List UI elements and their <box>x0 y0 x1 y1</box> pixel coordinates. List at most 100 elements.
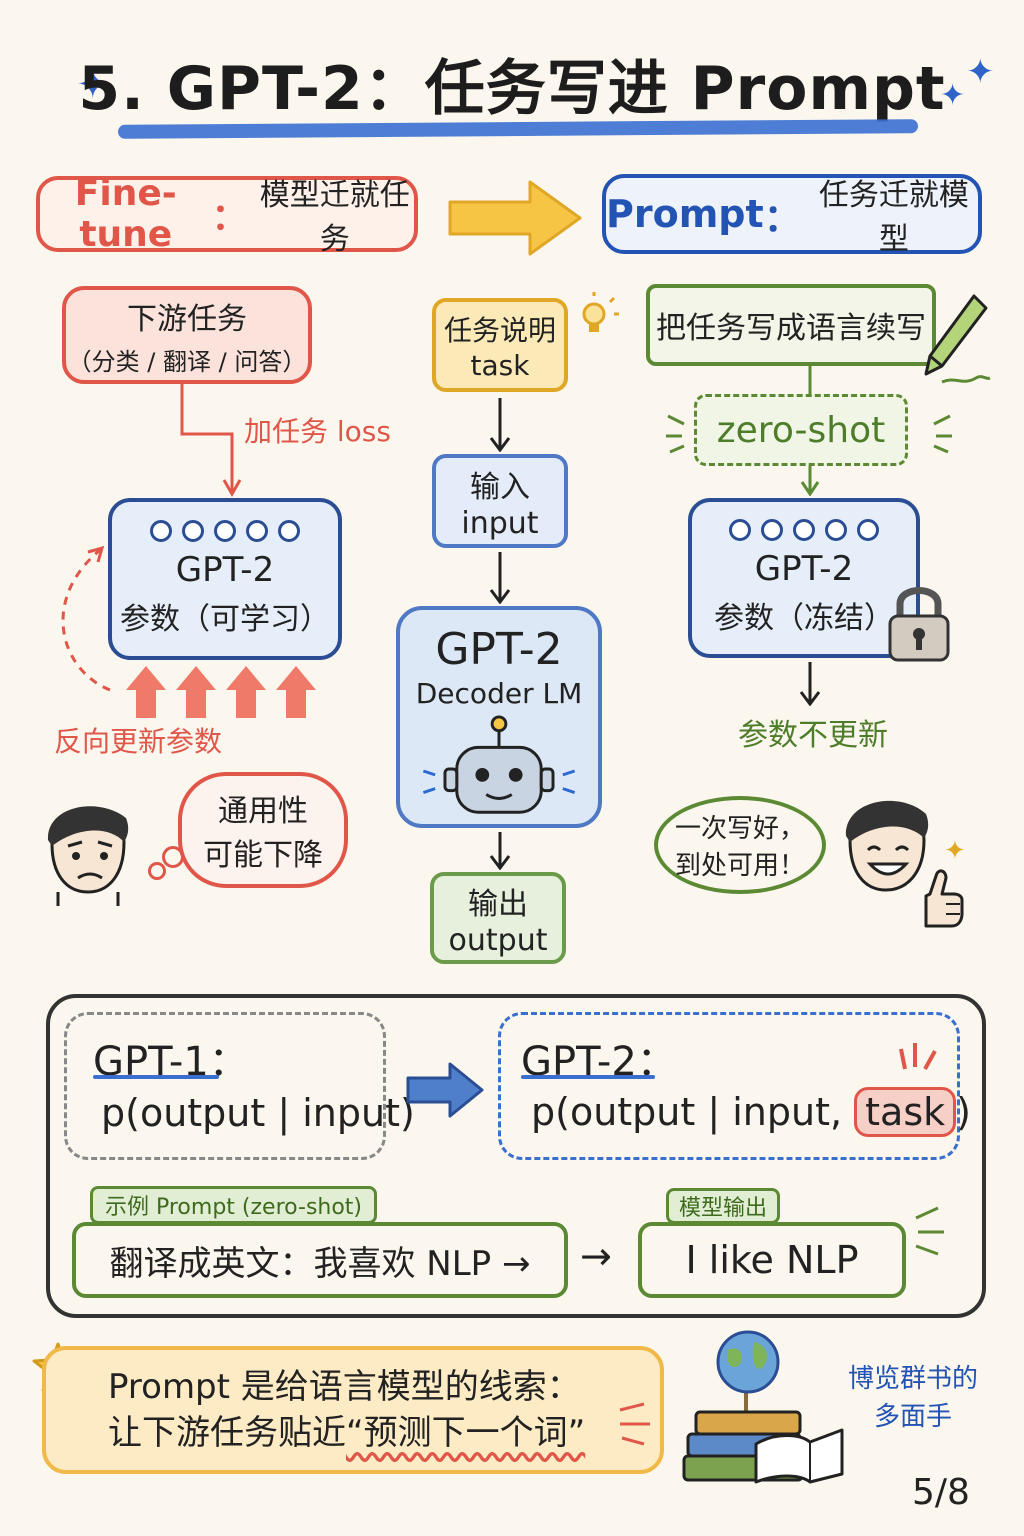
output-label-en: output <box>448 922 548 958</box>
finetune-text: 模型迁就任务 <box>259 178 410 257</box>
write-as-lm-box: 把任务写成语言续写 <box>646 284 936 366</box>
sparkle-icon: ✦ <box>76 62 110 108</box>
backprop-label: 反向更新参数 <box>54 725 223 758</box>
neuron-dot <box>150 520 172 542</box>
prompt-header: Prompt ： 任务迁就模型 <box>602 174 982 257</box>
side-caption: 博览群书的 多面手 <box>838 1360 988 1436</box>
finetune-sep: ： <box>211 197 248 238</box>
neuron-dot <box>793 519 815 541</box>
neuron-dot <box>182 520 204 542</box>
emphasis-marks-icon <box>915 1206 944 1256</box>
confused-person-icon <box>47 806 129 906</box>
decoder-name: GPT-2 <box>435 624 563 675</box>
note-line-1: Prompt 是给语言模型的线索： <box>108 1367 581 1407</box>
task-highlight: task <box>854 1087 957 1137</box>
globe-books-icon <box>682 1330 844 1484</box>
emphasis-marks-icon <box>899 1043 937 1070</box>
sparkle-icon: ✦ <box>940 78 966 113</box>
neuron-dot <box>729 519 751 541</box>
flow-arrow <box>489 398 511 452</box>
input-box: 输入 input <box>432 454 568 548</box>
sparkle-icon: ✦ <box>966 52 995 92</box>
input-label-cn: 输入 <box>470 469 530 505</box>
model-name: GPT-2 <box>754 549 854 589</box>
model-output-box: I like NLP <box>638 1222 906 1298</box>
example-arrow: → <box>580 1234 612 1278</box>
lightbulb-icon <box>582 292 619 332</box>
emphasis-marks-icon <box>666 414 952 454</box>
note-line-2: 让下游任务贴近“预测下一个词” <box>108 1410 585 1456</box>
thumbs-up-icon <box>924 869 964 928</box>
model-output-text: I like NLP <box>685 1238 859 1282</box>
big-arrow-icon <box>448 180 582 256</box>
note-highlight: “预测下一个词” <box>346 1413 586 1453</box>
output-label-cn: 输出 <box>468 886 528 922</box>
prompt-key: Prompt <box>606 192 764 236</box>
neuron-dot <box>246 520 268 542</box>
page-number: 5/8 <box>912 1472 970 1513</box>
example-prompt-box: 翻译成英文：我喜欢 NLP → <box>72 1222 568 1298</box>
gpt2-prompt-model: GPT-2 参数（冻结） <box>688 498 920 658</box>
neuron-dot <box>825 519 847 541</box>
neuron-dot <box>761 519 783 541</box>
prompt-text: 任务迁就模型 <box>818 178 969 257</box>
gpt2-label-underline <box>521 1075 655 1079</box>
speech-line: 一次写好， <box>674 814 805 844</box>
finetune-key: Fine-tune <box>74 173 177 255</box>
emphasis-marks-icon <box>619 1402 650 1446</box>
note-line-2-pre: 让下游任务贴近 <box>108 1413 346 1453</box>
gpt1-formula-box: GPT-1： p(output | input) <box>64 1012 415 1160</box>
neuron-dots <box>150 520 300 542</box>
neuron-dot <box>278 520 300 542</box>
model-params: 参数（可学习） <box>120 602 330 637</box>
speech-line: 到处可用！ <box>674 851 805 881</box>
output-box: 输出 output <box>430 872 566 964</box>
formula-arrow-icon <box>406 1062 484 1118</box>
gpt1-formula: p(output | input) <box>101 1091 415 1135</box>
model-output-tag: 模型输出 <box>666 1188 781 1224</box>
gpt2-formula-box: GPT-2： p(output | input, task) <box>498 1012 971 1160</box>
flow-arrow <box>799 662 821 706</box>
zero-shot-label: zero-shot <box>716 409 886 451</box>
gpt2-finetune-model: GPT-2 参数（可学习） <box>108 498 342 660</box>
decoder-lm-box: GPT-2 Decoder LM <box>396 606 602 828</box>
gpt1-label-underline <box>93 1075 219 1079</box>
task-label-en: task <box>470 348 530 382</box>
side-caption-line: 博览群书的 <box>847 1364 978 1394</box>
sparkle-icon: ✦ <box>944 836 966 866</box>
page-title: 5. GPT-2：任务写进 Prompt <box>78 54 946 124</box>
write-as-lm-text: 把任务写成语言续写 <box>656 311 926 346</box>
downstream-examples: （分类 / 翻译 / 问答） <box>67 347 307 376</box>
example-prompt-tag: 示例 Prompt (zero-shot) <box>90 1186 378 1224</box>
finetune-header: Fine-tune ： 模型迁就任务 <box>36 173 418 257</box>
connector-line <box>800 366 820 496</box>
thought-line: 可能下降 <box>203 838 323 873</box>
task-description-box: 任务说明 task <box>432 298 568 392</box>
thought-line: 通用性 <box>218 794 308 829</box>
decoder-sub: Decoder LM <box>415 677 583 710</box>
gpt2-formula: p(output | input, task) <box>531 1087 971 1137</box>
speech-bubble: 一次写好， 到处可用！ <box>654 796 826 894</box>
prompt-sep: ： <box>763 195 802 240</box>
key-note-box: Prompt 是给语言模型的线索： 让下游任务贴近“预测下一个词” <box>42 1346 664 1474</box>
flow-arrow <box>489 832 511 870</box>
robot-icon <box>422 715 576 814</box>
gpt2-formula-pre: p(output | input, <box>531 1090 855 1134</box>
task-label-cn: 任务说明 <box>443 313 556 347</box>
neuron-dot <box>214 520 236 542</box>
model-name: GPT-2 <box>175 550 275 590</box>
lock-icon <box>888 587 950 662</box>
input-label-en: input <box>461 505 539 541</box>
model-params: 参数（冻结） <box>714 601 894 636</box>
side-caption-line: 多面手 <box>873 1402 952 1432</box>
downstream-title: 下游任务 <box>127 301 247 337</box>
pencil-icon <box>924 294 991 384</box>
thought-cloud: 通用性 可能下降 <box>178 772 348 888</box>
backprop-arrows-icon <box>61 545 316 718</box>
neuron-dot <box>857 519 879 541</box>
task-loss-arrow <box>180 384 242 498</box>
thought-dot <box>148 862 166 880</box>
downstream-task-box: 下游任务 （分类 / 翻译 / 问答） <box>62 286 312 384</box>
neuron-dots <box>729 519 879 541</box>
zero-shot-box: zero-shot <box>694 394 908 466</box>
